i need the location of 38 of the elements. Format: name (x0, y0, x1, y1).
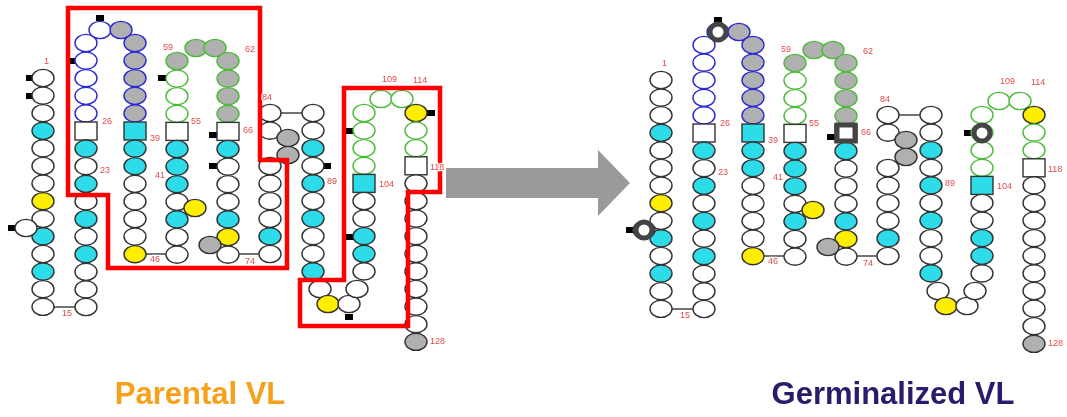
residue-number: 114 (413, 75, 428, 85)
residue-number: 89 (327, 176, 337, 186)
residue-number: 62 (245, 44, 255, 54)
residue-number: 74 (245, 256, 255, 266)
residue-number: 104 (379, 179, 395, 189)
residue-number: 46 (768, 256, 778, 266)
residue-number: 59 (163, 42, 173, 52)
residue-number: 46 (150, 254, 160, 264)
residue-number: 1 (662, 58, 667, 68)
residue-number: 128 (430, 336, 446, 346)
residue-number: 26 (720, 118, 730, 128)
residue-number: 55 (809, 118, 819, 128)
residue-number: 89 (945, 178, 955, 188)
residue-number: 109 (1000, 76, 1016, 86)
residue-number: 104 (997, 181, 1013, 191)
residue-number: 59 (781, 44, 791, 54)
residue-number: 62 (863, 46, 873, 56)
residue-number: 84 (262, 92, 272, 102)
residue-number: 39 (768, 135, 778, 145)
arrow (446, 150, 630, 216)
residue-number: 66 (861, 127, 871, 137)
residue-number: 26 (102, 116, 112, 126)
residue-number: 55 (191, 116, 201, 126)
residue-number: 84 (880, 94, 890, 104)
residue-number: 23 (718, 167, 728, 177)
panel-caption: Parental VL (114, 378, 286, 409)
residue-number: 39 (150, 133, 160, 143)
residue-number: 41 (773, 172, 783, 182)
residue-number: 41 (155, 170, 165, 180)
residue-number: 109 (382, 74, 398, 84)
residue-number: 15 (680, 310, 690, 320)
panel-caption: Germinalized VL (771, 378, 1015, 409)
residue-number: 1 (44, 56, 49, 66)
residue-number: 15 (62, 308, 72, 318)
residue-number: 114 (1031, 77, 1046, 87)
residue-number: 74 (863, 258, 873, 268)
residue-number: 66 (243, 125, 253, 135)
residue-number: 23 (100, 165, 110, 175)
